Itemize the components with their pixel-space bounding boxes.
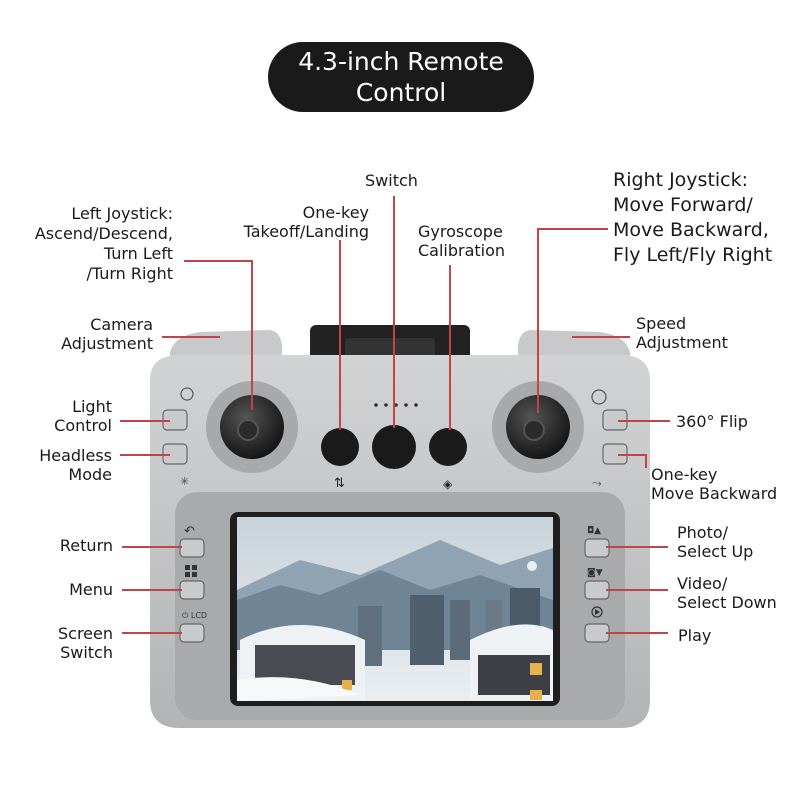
leader-video — [606, 589, 668, 591]
leader-screen — [122, 632, 182, 634]
label-camera-adjustment: Camera Adjustment — [61, 315, 153, 353]
label-video: Video/ Select Down — [677, 574, 777, 612]
title-line-2: Control — [355, 78, 447, 107]
leader-headless — [120, 454, 170, 456]
photo-button[interactable] — [584, 538, 610, 558]
right-shoulder — [518, 330, 630, 362]
svg-text:↶: ↶ — [184, 524, 195, 539]
label-switch: Switch — [365, 171, 418, 190]
leader-photo — [606, 546, 668, 548]
leader-gyroscope — [449, 265, 451, 430]
screen-switch-button[interactable] — [179, 623, 205, 643]
label-headless-mode: Headless Mode — [39, 446, 112, 484]
label-light-control: Light Control — [54, 397, 112, 435]
leader-flip — [618, 420, 670, 422]
svg-text:◘▲: ◘▲ — [587, 526, 601, 536]
left-shoulder — [170, 330, 282, 362]
label-return: Return — [59, 536, 113, 555]
label-right-joystick: Right Joystick: Move Forward/ Move Backw… — [613, 169, 773, 266]
svg-text:◈: ◈ — [443, 477, 453, 491]
label-left-joystick: Left Joystick: Ascend/Descend, Turn Left… — [34, 204, 173, 283]
label-menu: Menu — [69, 580, 113, 599]
leader-switch — [393, 196, 395, 428]
screen-display — [237, 517, 553, 701]
label-play: Play — [678, 626, 712, 645]
label-one-key-takeoff: One-key Takeoff/Landing — [243, 203, 369, 241]
svg-text:⤳: ⤳ — [592, 476, 602, 490]
label-gyroscope: Gyroscope Calibration — [418, 222, 506, 260]
title-badge: 4.3-inch Remote Control — [268, 42, 534, 112]
leader-right-joystick-h — [538, 228, 608, 230]
leader-menu — [122, 589, 182, 591]
label-360-flip: 360° Flip — [676, 412, 748, 431]
leader-takeoff — [339, 240, 341, 430]
switch-button[interactable] — [372, 425, 416, 469]
label-photo: Photo/ Select Up — [677, 523, 754, 561]
svg-text:◙▼: ◙▼ — [587, 568, 603, 578]
leader-back-h — [618, 454, 646, 456]
leader-camera — [162, 336, 220, 338]
leader-left-joystick-v — [251, 260, 253, 410]
svg-text:⇅: ⇅ — [334, 476, 345, 491]
gyroscope-button[interactable] — [429, 428, 467, 466]
leader-right-joystick-v — [537, 228, 539, 413]
leader-play — [606, 632, 668, 634]
takeoff-button[interactable] — [321, 428, 359, 466]
svg-text:✳: ✳ — [180, 475, 189, 488]
label-one-key-back: One-key Move Backward — [651, 465, 778, 503]
return-button[interactable] — [179, 538, 205, 558]
leader-left-joystick-h — [184, 260, 252, 262]
leader-back-v — [645, 454, 647, 468]
leader-light — [120, 420, 170, 422]
menu-button[interactable] — [179, 580, 205, 600]
title-line-1: 4.3-inch Remote — [298, 47, 504, 76]
label-screen-switch: Screen Switch — [57, 624, 113, 662]
leader-speed — [572, 336, 630, 338]
svg-text:⏻ LCD: ⏻ LCD — [182, 611, 207, 620]
leader-return — [122, 546, 182, 548]
label-speed-adjustment: Speed Adjustment — [636, 314, 728, 352]
